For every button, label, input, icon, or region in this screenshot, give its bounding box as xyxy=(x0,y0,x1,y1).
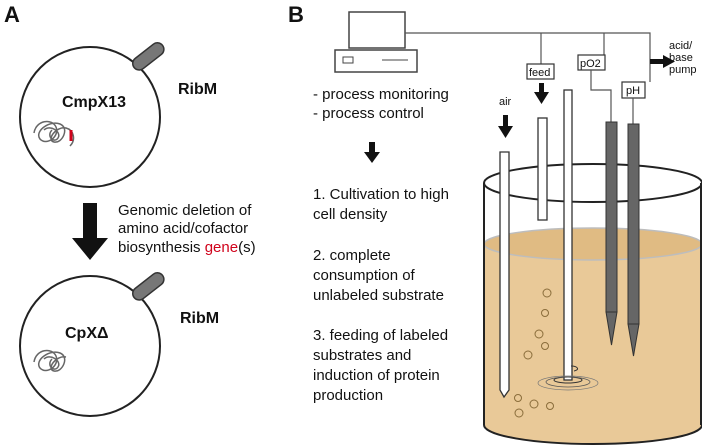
pump-label-2: base xyxy=(669,52,693,64)
computer-icon xyxy=(334,11,418,73)
ph-label: pH xyxy=(626,85,640,97)
panel-b-label: B xyxy=(288,2,304,27)
air-inlet-tube xyxy=(499,151,510,399)
step2-line3: unlabeled substrate xyxy=(313,287,444,304)
ribm-protein-icon-2 xyxy=(131,272,165,301)
step1-line1: 1. Cultivation to high xyxy=(313,186,449,203)
dna-coil-icon-2 xyxy=(33,349,67,372)
process-arrow xyxy=(364,142,380,163)
feed-label: feed xyxy=(529,67,550,79)
cell2-protein-label: RibM xyxy=(180,310,219,327)
air-bubbles xyxy=(514,288,554,418)
stirrer-shaft xyxy=(537,89,599,391)
monitoring-text: - process monitoring xyxy=(313,86,449,103)
step3-line2: substrates and xyxy=(313,347,411,364)
step3-line4: production xyxy=(313,387,383,404)
cell-cpxdelta: CpXΔ RibM xyxy=(19,272,219,417)
pump-label-3: pump xyxy=(669,64,697,76)
step3-line1: 3. feeding of labeled xyxy=(313,327,448,344)
cell2-name: CpXΔ xyxy=(65,325,109,342)
culture-medium xyxy=(484,244,702,444)
cell1-name: CmpX13 xyxy=(62,94,126,111)
arrow-text-plural: (s) xyxy=(238,239,256,256)
step2-line2: consumption of xyxy=(313,267,416,284)
control-text: - process control xyxy=(313,105,424,122)
ribm-protein-icon xyxy=(131,42,165,71)
po2-label: pO2 xyxy=(580,58,601,70)
arrow-text-biosynthesis: biosynthesis xyxy=(118,239,201,256)
arrow-text-line3: biosynthesis gene(s) xyxy=(118,239,256,256)
air-arrow xyxy=(498,115,513,138)
dna-coil-icon xyxy=(33,120,75,147)
medium-surface xyxy=(483,227,702,261)
step2-line1: 2. complete xyxy=(313,247,391,264)
feed-tube xyxy=(537,117,548,221)
ph-probe: pH xyxy=(621,81,646,357)
step1-line2: cell density xyxy=(313,206,388,223)
pump-arrow xyxy=(650,55,675,68)
panel-a-label: A xyxy=(4,2,20,27)
pump-label-1: acid/ xyxy=(669,40,693,52)
feed-arrow xyxy=(534,83,549,104)
cell1-protein-label: RibM xyxy=(178,81,217,98)
arrow-text-line1: Genomic deletion of xyxy=(118,202,252,219)
vessel-rim xyxy=(483,163,702,203)
air-label: air xyxy=(499,96,512,108)
po2-probe: pO2 xyxy=(577,54,618,346)
arrow-text-gene: gene xyxy=(205,239,238,256)
bioreactor-vessel xyxy=(483,163,702,445)
deletion-arrow xyxy=(72,203,108,260)
control-wires xyxy=(405,32,651,82)
step3-line3: induction of protein xyxy=(313,367,440,384)
arrow-text-line2: amino acid/cofactor xyxy=(118,220,248,237)
feed-box xyxy=(526,63,555,80)
cell-cmpx13: CmpX13 RibM xyxy=(19,42,217,188)
